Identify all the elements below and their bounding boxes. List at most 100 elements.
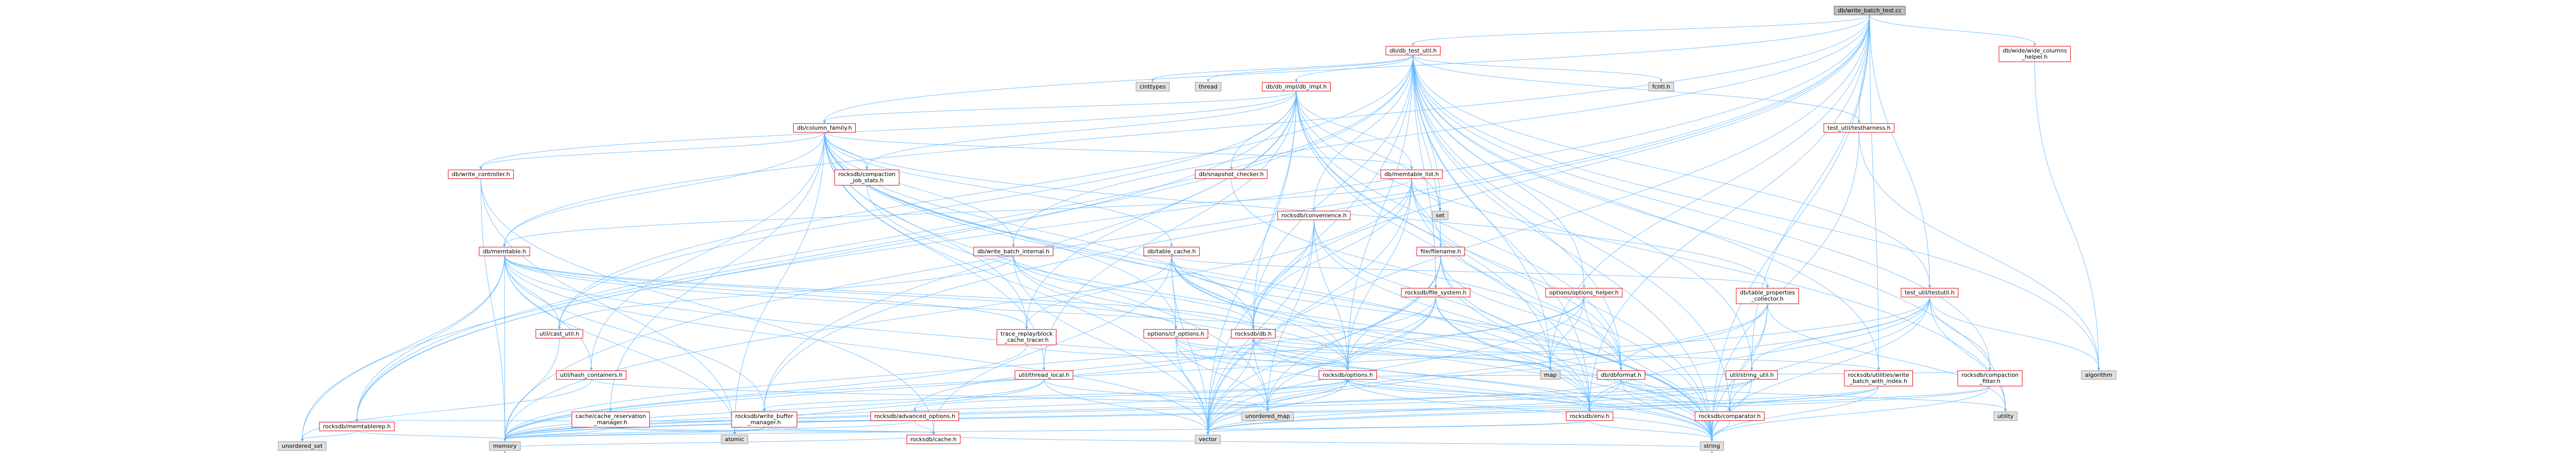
node-rocksdb-env[interactable]: rocksdb/env.h	[1566, 411, 1614, 421]
edge-cache-reservation-manager-to-atomic	[610, 427, 735, 433]
edge-arrowhead	[1025, 326, 1028, 329]
node-write-buffer-manager[interactable]: rocksdb/write_buffer_manager.h	[731, 411, 798, 428]
edge-arrowhead	[1434, 285, 1437, 288]
edge-column-family-to-table-properties-collector	[824, 132, 1768, 286]
edge-advanced-options-to-rocksdb-cache	[914, 420, 934, 433]
node-memtable[interactable]: db/memtable.h	[479, 247, 530, 256]
edge-arrowhead	[2097, 368, 2100, 371]
node-label: rocksdb/options.h	[1323, 372, 1373, 378]
edge-dbformat-to-utility	[1620, 379, 2006, 410]
edge-arrowhead	[1750, 368, 1754, 371]
node-label: algorithm	[2085, 372, 2112, 378]
edge-db-impl-to-column-family	[824, 91, 1297, 121]
edge-db-test-util-to-write-batch-with-index	[1413, 55, 1879, 369]
edge-cf-options-to-rocksdb-options	[1175, 338, 1348, 369]
node-label: _job_stats.h	[850, 177, 884, 184]
node-trace-replay[interactable]: trace_replay/block_cache_tracer.h	[996, 329, 1057, 345]
node-box	[1380, 169, 1443, 179]
node-root[interactable]: db/write_batch_test.cc	[1834, 6, 1906, 15]
node-cf-options[interactable]: options/cf_options.h	[1143, 329, 1209, 339]
edge-write-batch-internal-to-rocksdb-db	[1013, 255, 1254, 327]
edge-arrowhead	[1170, 244, 1174, 247]
edge-testutil-to-rocksdb-env	[1589, 297, 1930, 410]
node-box	[479, 247, 530, 256]
node-label: cache/cache_reservation	[575, 413, 646, 420]
node-testutil[interactable]: test_util/testutil.h	[1901, 288, 1959, 298]
node-write-batch-internal[interactable]: db/write_batch_internal.h	[973, 247, 1054, 256]
node-file-system[interactable]: rocksdb/file_system.h	[1401, 288, 1470, 298]
edge-convenience-to-vector	[1207, 219, 1314, 433]
node-db-test-util[interactable]: db/db_test_util.h	[1385, 46, 1441, 56]
edge-memtable-to-cast-util	[504, 255, 560, 327]
edge-cf-options-to-vector	[1175, 338, 1208, 433]
node-box	[1998, 46, 2071, 62]
node-rocksdb-options[interactable]: rocksdb/options.h	[1318, 370, 1377, 380]
node-wide-columns-helper[interactable]: db/wide/wide_columns_helper.h	[1998, 46, 2071, 62]
node-string-util[interactable]: util/string_util.h	[1725, 370, 1778, 380]
node-label: options/options_helper.h	[1549, 289, 1619, 296]
edge-column-family-to-memtable	[504, 132, 825, 245]
edge-arrowhead	[913, 409, 917, 412]
edge-compaction-filter-to-rocksdb-options	[1347, 370, 1991, 377]
edge-string-util-to-memory	[504, 379, 1752, 440]
edge-file-system-to-rocksdb-options	[1347, 297, 1436, 369]
edge-arrowhead	[1619, 368, 1623, 371]
node-box	[1195, 82, 1222, 92]
edge-table-properties-collector-to-utility	[1767, 303, 2006, 410]
edge-db-impl-to-compaction-job-stats	[867, 91, 1297, 168]
edge-db-impl-to-trace-replay	[1026, 91, 1297, 327]
edge-memtable-to-string	[504, 255, 1713, 440]
node-box	[2081, 370, 2116, 380]
node-column-family[interactable]: db/column_family.h	[793, 123, 856, 133]
node-comparator[interactable]: rocksdb/comparator.h	[1694, 411, 1765, 421]
edge-arrowhead	[1439, 244, 1443, 247]
node-convenience[interactable]: rocksdb/convenience.h	[1277, 211, 1351, 220]
node-box	[1823, 123, 1895, 133]
edge-rocksdb-options-to-vector	[1207, 379, 1348, 433]
node-memtable-list[interactable]: db/memtable_list.h	[1380, 169, 1443, 179]
node-label: db/dbformat.h	[1601, 372, 1641, 378]
node-table-properties-collector[interactable]: db/table_properties_collector.h	[1736, 288, 1799, 304]
edge-memtable-to-memory	[504, 255, 505, 440]
edge-testutil-to-comparator	[1729, 297, 1930, 410]
node-testharness[interactable]: test_util/testharness.h	[1823, 123, 1895, 133]
node-box	[1844, 370, 1913, 387]
node-options-helper[interactable]: options/options_helper.h	[1545, 288, 1623, 298]
node-thread-local[interactable]: util/thread_local.h	[1014, 370, 1074, 380]
edge-root-to-memtablerep	[357, 14, 1870, 420]
node-cast-util[interactable]: util/cast_util.h	[535, 329, 583, 339]
node-advanced-options[interactable]: rocksdb/advanced_options.h	[870, 411, 959, 421]
node-memtablerep[interactable]: rocksdb/memtablerep.h	[319, 422, 395, 431]
node-label: db/write_batch_internal.h	[977, 248, 1049, 255]
node-rocksdb-cache[interactable]: rocksdb/cache.h	[906, 434, 961, 444]
node-db-impl[interactable]: db/db_impl/db_impl.h	[1262, 82, 1331, 92]
edge-memtable-list-to-memory	[504, 178, 1412, 440]
node-compaction-filter[interactable]: rocksdb/compaction_filter.h	[1957, 370, 2023, 387]
edge-testutil-to-memory	[504, 297, 1930, 440]
node-write-controller[interactable]: db/write_controller.h	[448, 169, 514, 179]
node-hash-containers[interactable]: util/hash_containers.h	[556, 370, 626, 380]
node-compaction-job-stats[interactable]: rocksdb/compaction_job_stats.h	[834, 169, 900, 186]
node-label: trace_replay/block	[1001, 330, 1053, 337]
node-write-batch-with-index[interactable]: rocksdb/utilities/write_batch_with_index…	[1844, 370, 1913, 387]
edge-memtable-to-unordered-set	[302, 255, 505, 440]
edge-root-to-wide-columns-helper	[1869, 14, 2035, 44]
edge-filename-to-dbformat	[1440, 255, 1621, 369]
node-thread: thread	[1195, 82, 1222, 92]
node-box	[1834, 6, 1906, 15]
node-dbformat[interactable]: db/dbformat.h	[1597, 370, 1646, 380]
edge-comparator-to-string	[1711, 420, 1730, 440]
edge-root-to-vector	[1207, 14, 1870, 433]
node-filename[interactable]: file/filename.h	[1416, 247, 1465, 256]
node-table-cache[interactable]: db/table_cache.h	[1143, 247, 1200, 256]
edge-memtable-list-to-set	[1411, 178, 1440, 209]
node-label: util/thread_local.h	[1019, 372, 1070, 378]
edge-testharness-to-string	[1711, 132, 1859, 440]
node-label: memory	[493, 443, 517, 449]
node-cache-reservation-manager[interactable]: cache/cache_reservation_manager.h	[571, 411, 650, 428]
node-snapshot-checker[interactable]: db/snapshot_checker.h	[1195, 169, 1268, 179]
edge-arrowhead	[762, 409, 766, 412]
node-label: options/cf_options.h	[1147, 330, 1205, 337]
node-box	[1725, 370, 1778, 380]
node-rocksdb-db[interactable]: rocksdb/db.h	[1231, 329, 1276, 339]
